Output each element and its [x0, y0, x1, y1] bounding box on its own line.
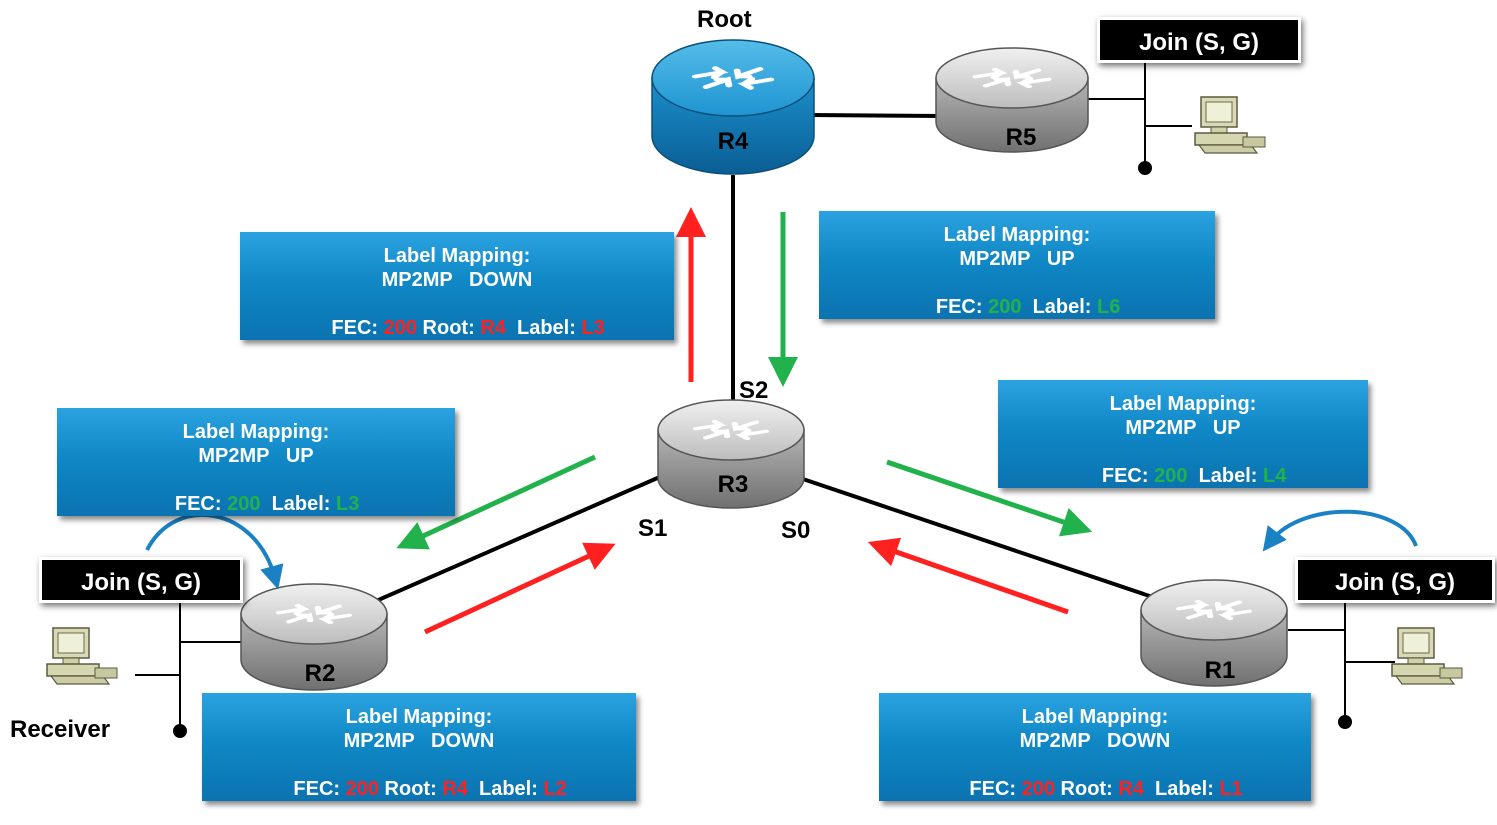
interface-s2-label: S2 [739, 377, 769, 404]
receiver-host-icon [46, 627, 118, 685]
fec-value: 200 [345, 778, 379, 800]
box-title: Label Mapping: [182, 421, 330, 443]
box-title: Label Mapping: [383, 245, 531, 267]
box-title: Label Mapping: [943, 224, 1091, 246]
label-mapping-box-r3-to-r2: Label Mapping: MP2MP UP FEC: 200 Label: … [57, 408, 455, 516]
host-right-icon [1391, 627, 1463, 685]
box-type: MP2MP DOWN [381, 269, 533, 291]
root-key: Root: [379, 778, 443, 800]
fec-key: FEC: [293, 778, 346, 800]
label-mapping-box-r4-to-r3: Label Mapping: MP2MP UP FEC: 200 Label: … [819, 211, 1215, 319]
box-fec-row: FEC: 200 Root: R4 Label: L1 [879, 753, 1311, 825]
label-key: Label: [1187, 465, 1264, 487]
lan-right [1288, 582, 1395, 729]
label-key: Label: [260, 493, 337, 515]
host-top-right-icon [1194, 96, 1266, 154]
interface-s0-label: S0 [781, 517, 811, 544]
label-key: Label: [1021, 296, 1098, 318]
fec-value: 200 [988, 296, 1022, 318]
fec-key: FEC: [1101, 465, 1155, 487]
box-type: MP2MP UP [198, 445, 314, 467]
fec-value: 200 [227, 493, 261, 515]
fec-value: 200 [383, 317, 417, 339]
root-value: R4 [480, 317, 506, 339]
router-r1-icon [1140, 579, 1288, 687]
fec-value: 200 [1021, 778, 1055, 800]
label-mapping-box-r1-to-r3: Label Mapping: MP2MP DOWN FEC: 200 Root:… [879, 693, 1311, 801]
label-value: L2 [543, 778, 567, 800]
fec-key: FEC: [174, 493, 228, 515]
label-key: Label: [467, 778, 544, 800]
box-type: MP2MP DOWN [1019, 730, 1171, 752]
label-value: L3 [581, 317, 605, 339]
arrow-r3-to-r2-green [396, 454, 597, 550]
box-fec-row: FEC: 200 Root: R4 Label: L3 [240, 292, 674, 364]
router-r4-label: R4 [717, 128, 749, 155]
label-mapping-box-r3-to-r4: Label Mapping: MP2MP DOWN FEC: 200 Root:… [240, 232, 674, 340]
label-key: Label: [505, 317, 582, 339]
receiver-label: Receiver [10, 716, 111, 743]
router-r4-icon [651, 39, 815, 175]
label-value: L3 [336, 493, 360, 515]
arrow-r3-to-r1-green [886, 459, 1093, 537]
box-type: MP2MP UP [959, 248, 1075, 270]
label-value: L1 [1219, 778, 1243, 800]
fec-key: FEC: [331, 317, 384, 339]
fec-key: FEC: [935, 296, 989, 318]
curve-arrow-left [145, 513, 284, 590]
curve-arrow-right [1262, 509, 1418, 552]
label-value: L4 [1263, 465, 1287, 487]
link-r3-r2 [359, 474, 663, 610]
root-value: R4 [442, 778, 468, 800]
root-value: R4 [1118, 778, 1144, 800]
box-type: MP2MP UP [1125, 417, 1241, 439]
router-r5-icon [935, 47, 1089, 153]
box-fec-row: FEC: 200 Label: L4 [998, 440, 1368, 512]
router-r2-label: R2 [304, 660, 336, 687]
router-r1-label: R1 [1204, 657, 1236, 684]
network-diagram [46, 39, 1463, 738]
box-title: Label Mapping: [1109, 393, 1257, 415]
label-mapping-box-r2-to-r3: Label Mapping: MP2MP DOWN FEC: 200 Root:… [202, 693, 636, 801]
label-key: Label: [1143, 778, 1220, 800]
join-box-top-right: Join (S, G) [1097, 17, 1301, 63]
link-r3-r1 [799, 476, 1186, 610]
box-fec-row: FEC: 200 Label: L6 [819, 271, 1215, 343]
join-box-right: Join (S, G) [1295, 557, 1495, 603]
root-label: Root [697, 6, 752, 33]
root-key: Root: [1055, 778, 1119, 800]
lan-top-right [1088, 60, 1192, 175]
router-r5-label: R5 [1005, 124, 1037, 151]
router-r3-icon [657, 399, 805, 509]
label-mapping-box-r3-to-r1: Label Mapping: MP2MP UP FEC: 200 Label: … [998, 380, 1368, 488]
box-type: MP2MP DOWN [343, 730, 495, 752]
interface-s1-label: S1 [638, 515, 668, 542]
join-box-left: Join (S, G) [39, 557, 243, 603]
box-title: Label Mapping: [1021, 706, 1169, 728]
fec-key: FEC: [969, 778, 1022, 800]
box-fec-row: FEC: 200 Root: R4 Label: L2 [202, 753, 636, 825]
box-fec-row: FEC: 200 Label: L3 [57, 468, 455, 540]
router-r2-icon [240, 583, 388, 691]
root-key: Root: [417, 317, 481, 339]
links [359, 113, 1186, 610]
arrow-r2-to-r3-red [423, 542, 616, 635]
router-r3-label: R3 [717, 471, 749, 498]
box-title: Label Mapping: [345, 706, 493, 728]
arrow-r1-to-r3-red [867, 537, 1069, 615]
fec-value: 200 [1154, 465, 1188, 487]
lan-left [135, 600, 243, 738]
link-r4-r5 [809, 113, 946, 118]
label-value: L6 [1097, 296, 1121, 318]
